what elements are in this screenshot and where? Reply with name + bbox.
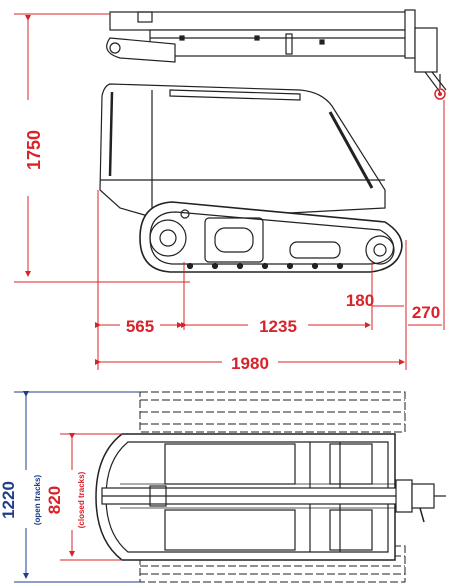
- open-width-label: 1220: [0, 481, 18, 519]
- crawler-track: [139, 201, 403, 273]
- boom: [109, 9, 447, 93]
- front-overhang-label: 565: [126, 317, 154, 336]
- open-width-note: (open tracks): [33, 475, 42, 526]
- closed-width-label: 820: [45, 486, 64, 514]
- crane-hook: [434, 74, 446, 100]
- crane-body: [99, 83, 386, 217]
- top-view-dimensions: [14, 391, 140, 583]
- closed-width-note: (closed tracks): [77, 471, 86, 528]
- wheelbase-label: 1235: [259, 317, 297, 336]
- side-view-dimensions: [14, 13, 445, 370]
- hook-top: [411, 483, 435, 509]
- drive-motor: [204, 217, 264, 263]
- rear-offset-label: 180: [346, 291, 374, 310]
- idler-wheel: [365, 235, 395, 265]
- side-view: [99, 9, 447, 273]
- closed-track-dimensions: [60, 433, 122, 561]
- total-length-label: 1980: [231, 354, 269, 373]
- top-view: [95, 391, 446, 583]
- rear-overhang-label: 270: [412, 303, 440, 322]
- drive-sprocket: [149, 219, 187, 257]
- boom-arm: [106, 37, 176, 63]
- height-label: 1750: [24, 130, 44, 170]
- boom-pivot: [109, 42, 121, 54]
